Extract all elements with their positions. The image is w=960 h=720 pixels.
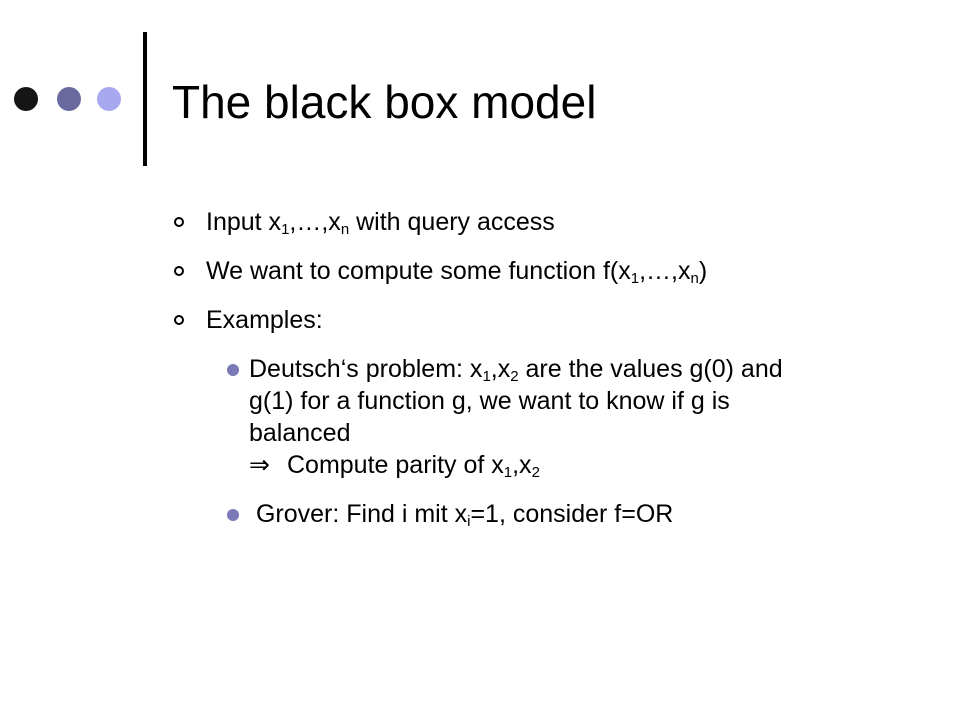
medium-dot-icon bbox=[57, 87, 81, 111]
implies-icon: ⇒ bbox=[249, 451, 270, 479]
sub-bullet-line: ⇒Compute parity of x1,x2 bbox=[249, 451, 540, 481]
light-dot-icon bbox=[97, 87, 121, 111]
filled-bullet-icon bbox=[227, 509, 239, 521]
bullet-input: Input x1,…,xn with query access bbox=[172, 206, 912, 238]
sub-bullet-deutsch: Deutsch‘s problem: x1,x2 are the values … bbox=[172, 353, 912, 481]
sub-bullet-line: Deutsch‘s problem: x1,x2 are the values … bbox=[249, 355, 783, 385]
sub-bullet-line: Grover: Find i mit xi=1, consider f=OR bbox=[249, 500, 674, 530]
sub-bullet-line: balanced bbox=[249, 419, 351, 447]
bullet-text: Examples: bbox=[206, 306, 323, 334]
sub-bullet-grover: Grover: Find i mit xi=1, consider f=OR bbox=[172, 498, 912, 530]
sub-bullet-line: g(1) for a function g, we want to know i… bbox=[249, 387, 730, 415]
dark-dot-icon bbox=[14, 87, 38, 111]
title-divider-bar bbox=[143, 32, 147, 166]
bullet-text: We want to compute some function f(x1,…,… bbox=[206, 257, 708, 287]
bullet-compute-function: We want to compute some function f(x1,…,… bbox=[172, 255, 912, 287]
bullet-examples: Examples: bbox=[172, 304, 912, 336]
ring-bullet-icon bbox=[174, 315, 184, 325]
slide-content: Input x1,…,xn with query access We want … bbox=[172, 206, 912, 547]
bullet-text: Input x1,…,xn with query access bbox=[206, 208, 555, 238]
ring-bullet-icon bbox=[174, 217, 184, 227]
filled-bullet-icon bbox=[227, 364, 239, 376]
ring-bullet-icon bbox=[174, 266, 184, 276]
slide-title: The black box model bbox=[172, 76, 597, 128]
